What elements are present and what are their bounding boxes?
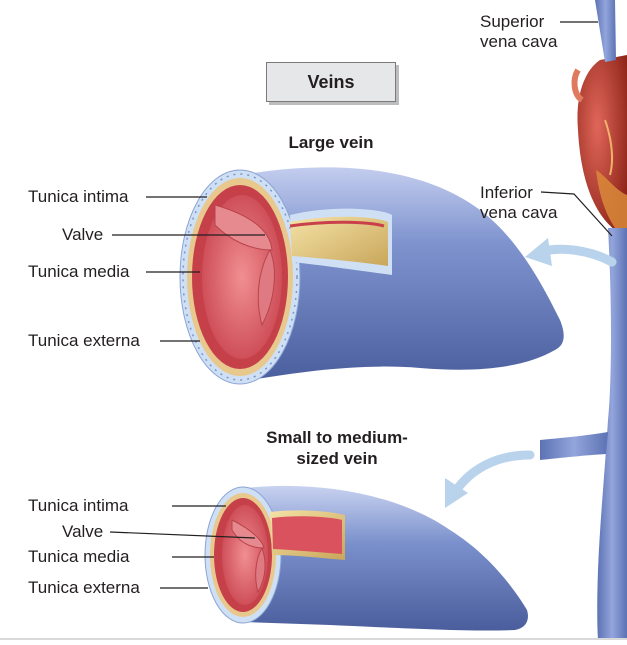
large-vein-pointer-arrow — [525, 238, 617, 267]
small-tunica-media-label: Tunica media — [28, 547, 130, 566]
inferior-vena-cava-line2: vena cava — [480, 203, 558, 222]
small-vein-heading: Small to medium- sized vein — [250, 427, 424, 469]
superior-vena-cava-line1: Superior — [480, 12, 545, 31]
small-valve-label: Valve — [62, 522, 104, 541]
inferior-vena-cava-line1: Inferior — [480, 183, 533, 202]
small-vein-heading-line2: sized vein — [296, 449, 378, 468]
superior-vena-cava-label: Superior vena cava — [480, 12, 558, 52]
small-vein-pointer-arrow — [445, 450, 535, 508]
large-tunica-externa-label: Tunica externa — [28, 331, 140, 350]
heart — [571, 55, 627, 240]
vena-cava-trunk — [540, 0, 627, 640]
large-tunica-intima-label: Tunica intima — [28, 187, 129, 206]
inferior-vena-cava-label: Inferior vena cava — [480, 183, 558, 223]
large-valve-label: Valve — [62, 225, 104, 244]
small-tunica-intima-label: Tunica intima — [28, 496, 129, 515]
figure-title: Veins — [266, 62, 396, 102]
large-vein-heading: Large vein — [288, 133, 374, 152]
large-vein-leader-lines — [112, 196, 265, 342]
superior-vena-cava-line2: vena cava — [480, 32, 558, 51]
small-vein-heading-line1: Small to medium- — [266, 428, 408, 447]
small-vein-leader-lines — [109, 505, 256, 589]
small-vein — [204, 485, 528, 631]
vena-cava-leader-lines — [540, 21, 613, 237]
large-vein — [179, 167, 564, 385]
bottom-divider — [0, 638, 627, 640]
small-tunica-externa-label: Tunica externa — [28, 578, 140, 597]
large-tunica-media-label: Tunica media — [28, 262, 130, 281]
